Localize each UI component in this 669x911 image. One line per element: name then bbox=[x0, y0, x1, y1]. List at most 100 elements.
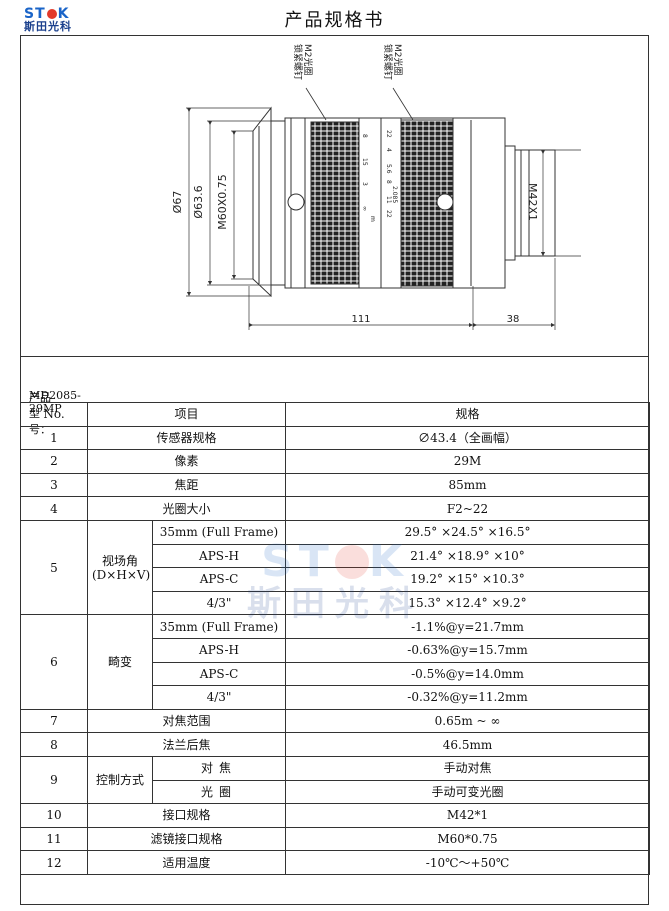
row-sub-label: 光圈 bbox=[151, 779, 287, 805]
row-no: 5 bbox=[20, 519, 88, 616]
table-row: 1 传感器规格 ∅43.4（全画幅） bbox=[20, 425, 651, 451]
table-row: 5 视场角(D×H×V) 35mm (Full Frame) 29.5° ×24… bbox=[20, 519, 651, 616]
svg-text:m: m bbox=[369, 216, 376, 222]
dimension-front-diameter: Ø63.6 bbox=[192, 120, 271, 286]
dimension-mount-thread: M42X1 bbox=[526, 149, 581, 257]
svg-text:38: 38 bbox=[507, 314, 520, 325]
row-no: 12 bbox=[20, 850, 88, 875]
svg-text:4: 4 bbox=[385, 148, 392, 152]
header-item: 项目 bbox=[86, 402, 287, 427]
lens-technical-drawing: 8 15 3 ∞ m 22 4 5.6 8 11 22 2.085 bbox=[171, 44, 581, 330]
aperture-scale-markings: 22 4 5.6 8 11 22 2.085 bbox=[385, 130, 398, 218]
row-item: 对焦范围 bbox=[86, 708, 287, 734]
svg-text:M2光圈: M2光圈 bbox=[392, 44, 404, 76]
row-no: 8 bbox=[20, 732, 88, 757]
row-spec: 手动对焦 bbox=[285, 755, 651, 781]
lens-rear-mount bbox=[504, 145, 556, 261]
callout-left-line2: 锁紧螺钉 bbox=[292, 44, 304, 80]
row-spec: 21.4° ×18.9° ×10° bbox=[285, 543, 651, 569]
row-sub-label: APS-H bbox=[151, 637, 287, 663]
table-row: APS-C -0.5%@y=14.0mm bbox=[21, 661, 651, 687]
row-spec: M42*1 bbox=[285, 803, 651, 828]
svg-text:11: 11 bbox=[385, 196, 392, 204]
row-spec: -0.5%@y=14.0mm bbox=[285, 661, 651, 687]
row-no: 2 bbox=[20, 449, 88, 474]
row-no: 4 bbox=[20, 496, 88, 521]
row-no: 10 bbox=[20, 803, 88, 828]
row-spec: ∅43.4（全画幅） bbox=[285, 425, 651, 451]
row-spec: 46.5mm bbox=[285, 732, 651, 757]
header-no: No. bbox=[20, 402, 88, 427]
table-row: APS-H 21.4° ×18.9° ×10° bbox=[21, 543, 651, 569]
dimension-mount-length: 38 bbox=[472, 258, 556, 330]
svg-text:22: 22 bbox=[385, 210, 392, 218]
row-item: 传感器规格 bbox=[86, 425, 287, 451]
row-sub-label: APS-H bbox=[151, 543, 287, 569]
row-spec: -10℃～+50℃ bbox=[285, 850, 651, 875]
logo-text-left: ST bbox=[24, 6, 46, 22]
callout-left: M2光圈 锁紧螺钉 bbox=[292, 44, 327, 121]
row-spec: M60*0.75 bbox=[285, 826, 651, 852]
row-no: 9 bbox=[20, 755, 88, 805]
table-row: 9 控制方式 对焦 手动对焦 bbox=[20, 755, 651, 805]
table-row: APS-C 19.2° ×15° ×10.3° bbox=[21, 567, 651, 592]
dimension-overall-diameter: Ø67 bbox=[171, 107, 271, 297]
focus-scale-markings: 8 15 3 ∞ m bbox=[361, 134, 376, 222]
row-spec: -1.1%@y=21.7mm bbox=[285, 614, 651, 639]
header-spec: 规格 bbox=[285, 402, 651, 427]
table-row: 7 对焦范围 0.65m ~ ∞ bbox=[20, 708, 651, 734]
callout-left-line1: M2光圈 bbox=[302, 44, 314, 76]
product-model-row: 产品型号：MD2085-29MP bbox=[21, 356, 648, 436]
row-item: 像素 bbox=[86, 449, 287, 474]
svg-text:111: 111 bbox=[351, 314, 370, 325]
row-item: 焦距 bbox=[86, 472, 287, 498]
row-spec: 19.2° ×15° ×10.3° bbox=[285, 567, 651, 592]
row-sub-label: APS-C bbox=[151, 661, 287, 687]
row-no: 3 bbox=[20, 472, 88, 498]
svg-text:8: 8 bbox=[385, 180, 392, 184]
table-row: 2 像素 29M bbox=[20, 449, 651, 474]
row-sub-label: APS-C bbox=[151, 567, 287, 592]
row-spec: 手动可变光圈 bbox=[285, 779, 651, 805]
logo-subtitle: 斯田光科 bbox=[24, 20, 72, 33]
svg-text:3: 3 bbox=[361, 182, 368, 186]
row-sub-label: 对焦 bbox=[151, 755, 287, 781]
svg-text:∞: ∞ bbox=[361, 206, 368, 211]
row-item: 适用温度 bbox=[86, 850, 287, 875]
table-row: 10 接口规格 M42*1 bbox=[20, 803, 651, 828]
document-title: 产品规格书 bbox=[284, 10, 385, 31]
row-spec: 15.3° ×12.4° ×9.2° bbox=[285, 590, 651, 616]
table-row: 12 适用温度 -10℃～+50℃ bbox=[20, 850, 651, 875]
svg-text:M60X0.75: M60X0.75 bbox=[216, 174, 229, 230]
spec-sheet-frame: 8 15 3 ∞ m 22 4 5.6 8 11 22 2.085 bbox=[20, 35, 651, 905]
row-item: 光圈大小 bbox=[86, 496, 287, 521]
callout-right-line1: M2光圈 bbox=[392, 44, 404, 76]
row-no: 7 bbox=[20, 708, 88, 734]
callout-right: M2光圈 锁紧螺钉 bbox=[382, 44, 414, 121]
row-no: 11 bbox=[20, 826, 88, 852]
row-spec: 29M bbox=[285, 449, 651, 474]
svg-text:8: 8 bbox=[361, 134, 368, 138]
logo-dot-icon bbox=[46, 9, 57, 19]
table-row: APS-H -0.63%@y=15.7mm bbox=[21, 637, 651, 663]
row-spec: -0.63%@y=15.7mm bbox=[285, 637, 651, 663]
row-item: 滤镜接口规格 bbox=[86, 826, 287, 852]
svg-text:M2光圈: M2光圈 bbox=[302, 44, 314, 76]
logo-text-right: K bbox=[57, 6, 70, 22]
row-item: 接口规格 bbox=[86, 803, 287, 828]
table-row: 11 滤镜接口规格 M60*0.75 bbox=[20, 826, 651, 852]
row-sub-label: 4/3" bbox=[151, 590, 287, 616]
row-spec: 85mm bbox=[285, 472, 651, 498]
row-spec: 29.5° ×24.5° ×16.5° bbox=[285, 519, 651, 545]
svg-text:M42X1: M42X1 bbox=[526, 183, 539, 221]
svg-text:Ø67: Ø67 bbox=[171, 191, 184, 214]
table-row: 8 法兰后焦 46.5mm bbox=[20, 732, 651, 757]
row-spec: -0.32%@y=11.2mm bbox=[285, 685, 651, 710]
svg-text:15: 15 bbox=[361, 158, 368, 166]
svg-text:22: 22 bbox=[385, 130, 392, 138]
table-row: 3 焦距 85mm bbox=[20, 472, 651, 498]
table-row: 6 畸变 35mm (Full Frame) -1.1%@y=21.7mm bbox=[20, 614, 651, 710]
svg-text:锁紧螺钉: 锁紧螺钉 bbox=[382, 44, 394, 80]
svg-text:2.085: 2.085 bbox=[391, 186, 398, 203]
row-spec: F2~22 bbox=[285, 496, 651, 521]
